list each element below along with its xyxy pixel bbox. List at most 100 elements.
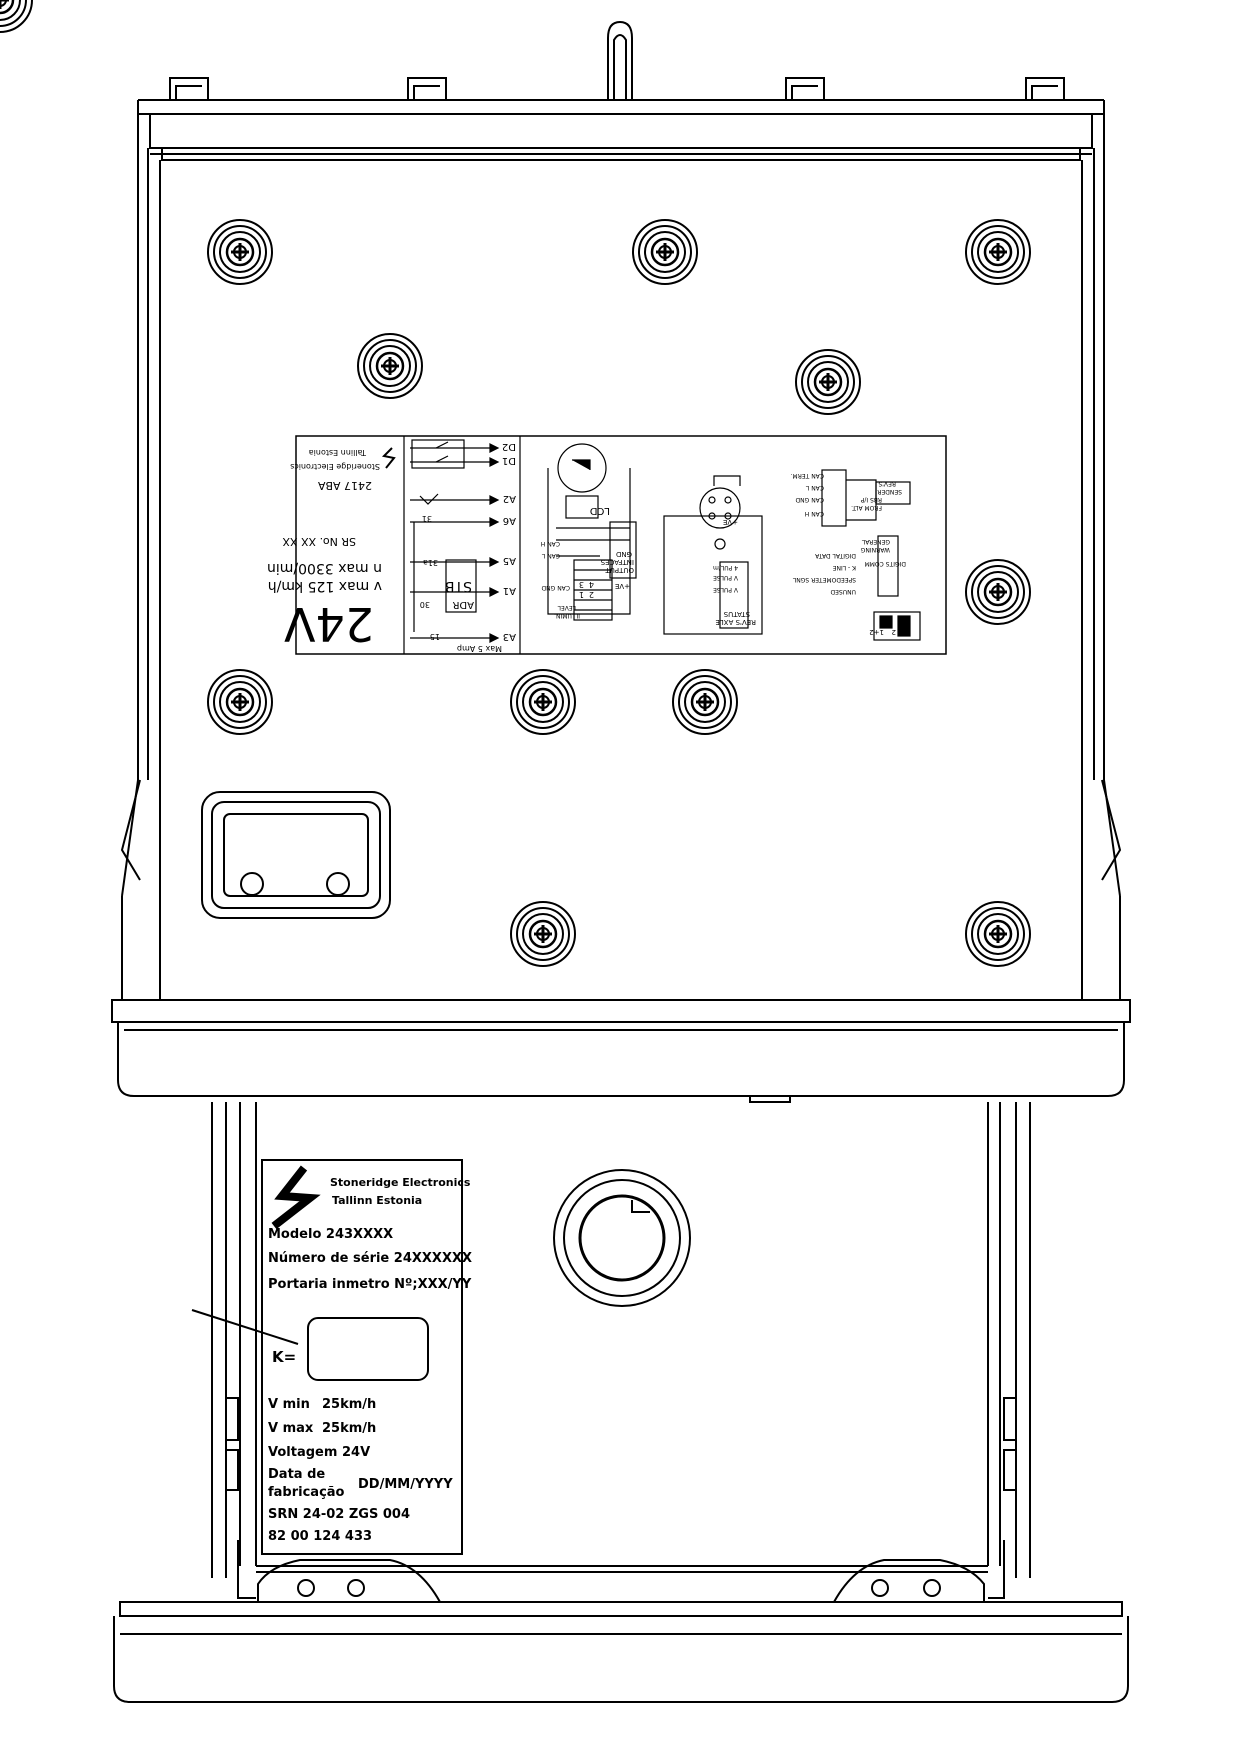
upper-front-panel xyxy=(111,999,1131,1023)
pulse-text: 4 PUL/m xyxy=(713,564,738,571)
wire-30: 30 xyxy=(420,600,430,609)
screw-icon xyxy=(206,668,274,736)
screw-icon xyxy=(0,0,33,33)
terminal-d2: D2 xyxy=(502,441,516,452)
ve-text: +VE xyxy=(723,518,738,526)
sender-revs-text: REV'S xyxy=(878,480,896,487)
info-speedo: SPEEDOMETER SGNL xyxy=(792,576,856,583)
plate-maker-city: Tallinn Estonia xyxy=(332,1194,422,1207)
fuse-text: Max 5 Amp xyxy=(457,644,502,653)
v-pulse-text-2: V PULSE xyxy=(713,586,738,593)
left-hinge xyxy=(257,1559,441,1603)
terminal-a3: A3 xyxy=(503,631,516,642)
pin-4: 4 xyxy=(589,580,594,589)
code-text: 2417 ABA xyxy=(317,479,372,492)
pin-1: 1 xyxy=(579,590,584,599)
voltage-text: 24V xyxy=(283,597,374,651)
dip-2: 2 xyxy=(892,628,896,636)
lower-front-panel xyxy=(119,1601,1123,1617)
terminal-a6: A6 xyxy=(503,515,516,526)
maker-city-text: Tallinn Estonia xyxy=(309,448,367,457)
can-h-short: CAN H xyxy=(805,510,824,517)
sender-rbs-text: RBS I/P xyxy=(860,496,882,503)
dip-1: 1 xyxy=(904,628,908,636)
plate-portaria: Portaria inmetro Nº;XXX/YY xyxy=(268,1277,472,1292)
terminal-a1: A1 xyxy=(503,585,516,596)
screw-icon xyxy=(356,332,424,400)
k-value-field xyxy=(307,1317,429,1381)
right-hinge xyxy=(833,1559,985,1603)
upper-housing xyxy=(111,20,1131,1103)
screw-icon xyxy=(964,218,1032,286)
status-text: STATUS xyxy=(723,610,750,618)
can-l-short: CAN L xyxy=(805,484,824,491)
can-gnd-text: CAN GND xyxy=(541,584,570,591)
plate-serie: Número de série 24XXXXXX xyxy=(268,1251,472,1266)
plate-vmax-label: V max xyxy=(268,1421,314,1436)
sender-alt-text: FROM ALT. xyxy=(851,504,882,511)
wiring-label: 24V v max 125 km/h n max 3300/min SR No.… xyxy=(267,435,947,655)
plate-fabricacao-label: fabricação xyxy=(268,1485,345,1500)
can-h-text: CAN H xyxy=(541,540,560,547)
pin-2: 2 xyxy=(589,590,594,599)
wire-31: 31 xyxy=(422,514,432,523)
nmax-text: n max 3300/min xyxy=(267,560,382,576)
lcd-text: LCD xyxy=(589,505,610,516)
plate-maker: Stoneridge Electronics xyxy=(330,1176,471,1189)
pointer-arrow xyxy=(191,1309,299,1345)
plate-srn: SRN 24-02 ZGS 004 xyxy=(268,1507,410,1522)
revs-axle-text: REV'S AXLE xyxy=(715,618,756,626)
screw-icon xyxy=(964,558,1032,626)
info-general: GENERAL xyxy=(861,538,890,545)
key-lock xyxy=(553,1169,691,1307)
plate-vmin-value: 25km/h xyxy=(322,1397,376,1412)
info-digital: DIGITAL DATA xyxy=(814,552,856,559)
plate-voltagem-value: 24V xyxy=(342,1445,370,1460)
terminal-a2: A2 xyxy=(503,493,516,504)
maker-logo-icon xyxy=(381,447,396,469)
plate-voltagem-label: Voltagem xyxy=(268,1445,337,1460)
plate-vmin-label: V min xyxy=(268,1397,310,1412)
adr-text: ADR xyxy=(452,599,474,610)
plate-code: 82 00 124 433 xyxy=(268,1529,372,1544)
can-l-text: CAN L xyxy=(541,552,560,559)
plate-data-value: DD/MM/YYYY xyxy=(358,1477,453,1492)
plate-data-label: Data de xyxy=(268,1467,325,1482)
terminal-d1: D1 xyxy=(502,455,516,466)
illum-text: ILLUMIN. xyxy=(554,612,580,619)
output-text-3: GND xyxy=(616,550,632,558)
screw-icon xyxy=(671,668,739,736)
screw-icon xyxy=(631,218,699,286)
terminal-a5: A5 xyxy=(503,555,516,566)
info-warning: WARNING xyxy=(860,546,890,553)
pin-3: 3 xyxy=(579,580,584,589)
info-digits: DIGITS COMM xyxy=(865,560,906,567)
screw-icon xyxy=(509,900,577,968)
wire-15: 15 xyxy=(430,632,440,641)
top-pin xyxy=(607,20,633,100)
v-pulse-text: V PULSE xyxy=(713,574,738,581)
maker-text: Stoneridge Electronics xyxy=(290,462,380,471)
dip-12: 1+2 xyxy=(869,628,884,636)
plate-k-label: K= xyxy=(272,1348,296,1366)
screw-icon xyxy=(509,668,577,736)
screw-icon xyxy=(964,900,1032,968)
output-text-2: INTFACES xyxy=(600,558,634,566)
connector-window xyxy=(201,791,391,919)
plus-ve-text: +VE xyxy=(615,582,630,590)
vmax-text: v max 125 km/h xyxy=(268,578,382,594)
wire-31a: 31a xyxy=(423,558,438,567)
model-plate: Stoneridge Electronics Tallinn Estonia M… xyxy=(261,1159,472,1555)
sender-text: SENDER xyxy=(877,488,902,495)
plate-vmax-value: 25km/h xyxy=(322,1421,376,1436)
plate-modelo: Modelo 243XXXX xyxy=(268,1227,393,1242)
info-unused: UNUSED xyxy=(830,588,856,595)
sr-text: SR No. XX XX xyxy=(282,535,356,548)
info-kline: K - LINE xyxy=(832,564,856,571)
stb-text: STB xyxy=(445,578,472,594)
output-text: OUTPUT xyxy=(605,566,634,574)
screw-icon xyxy=(206,218,274,286)
maker-logo-icon xyxy=(271,1165,321,1230)
illum-level-text: LEVEL xyxy=(557,604,576,611)
